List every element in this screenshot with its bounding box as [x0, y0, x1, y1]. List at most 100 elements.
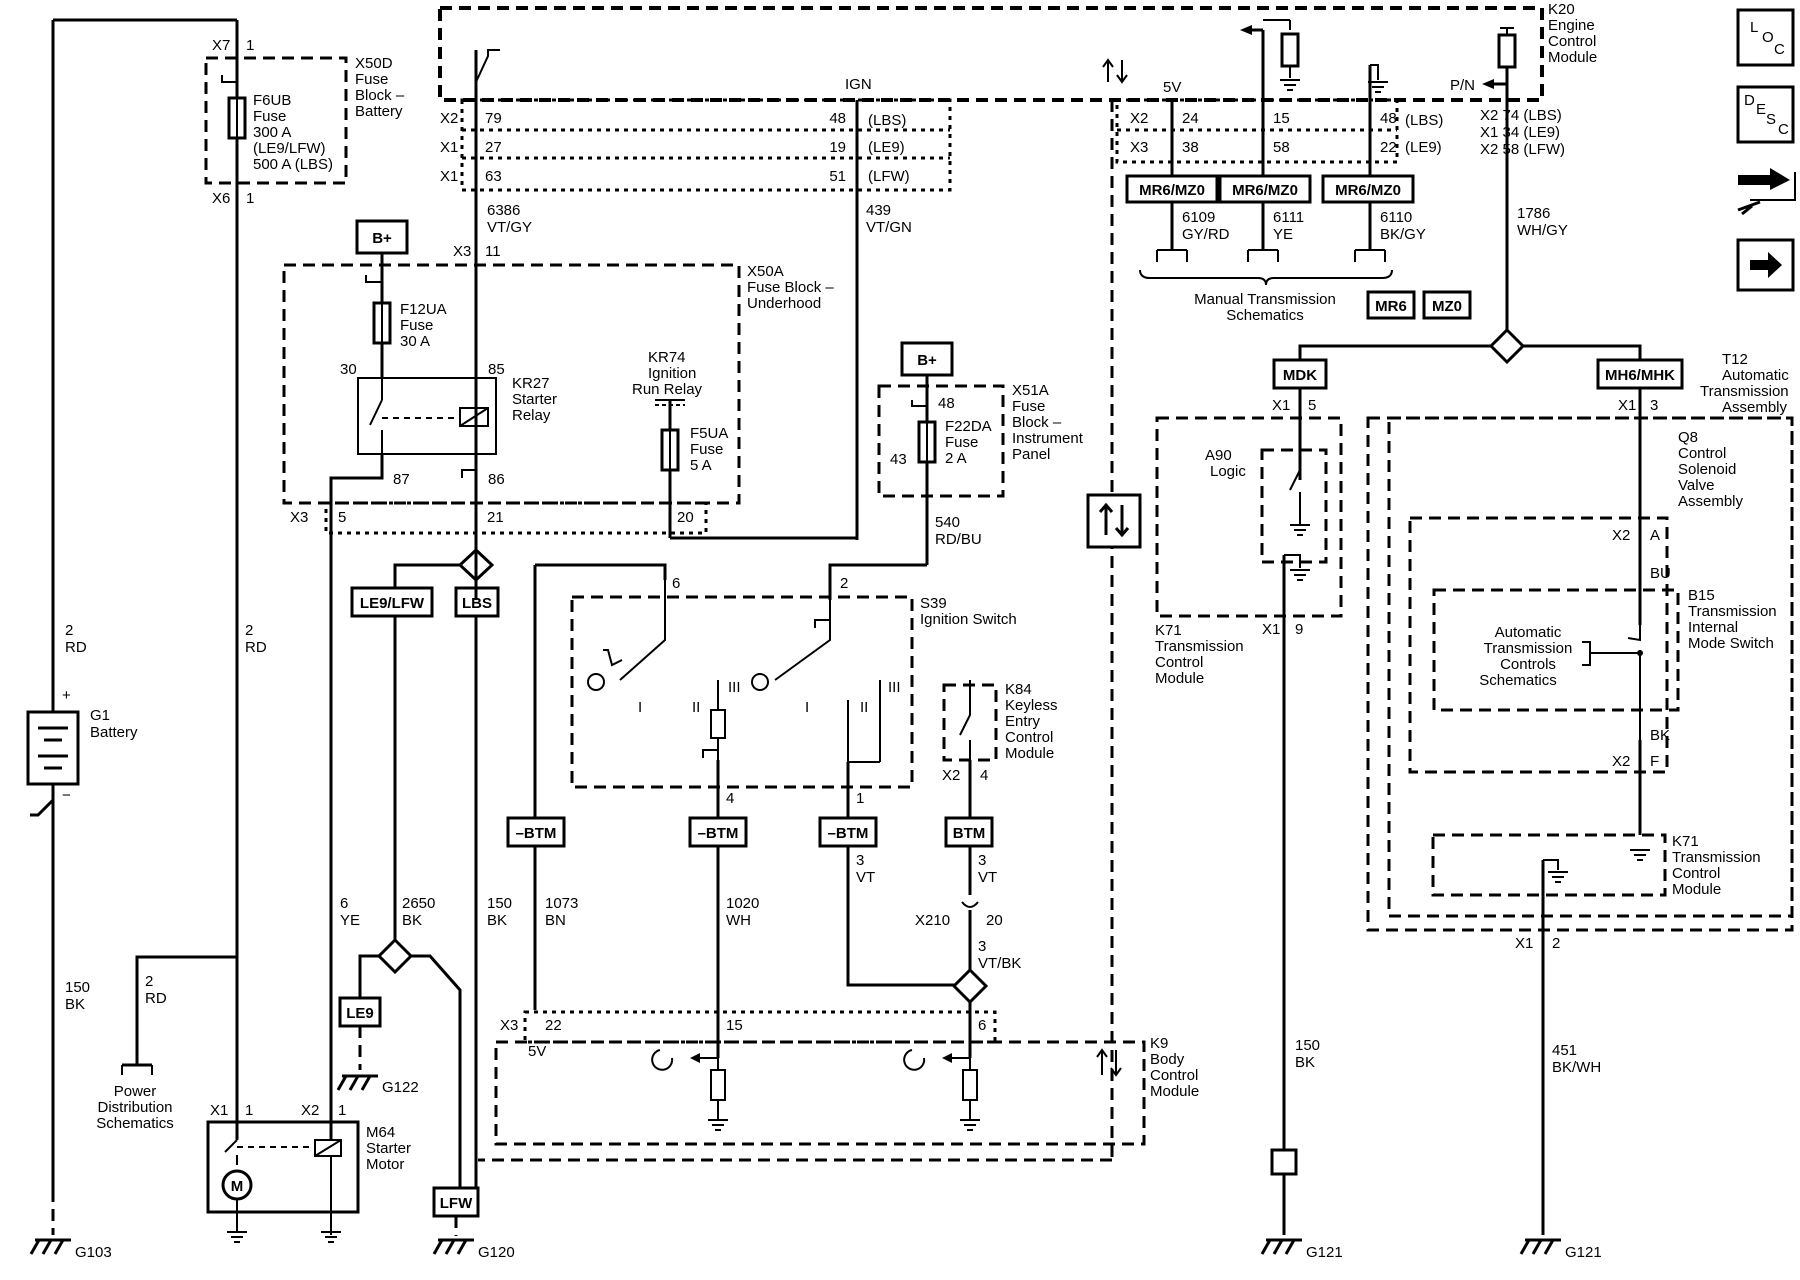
svg-text:K84: K84: [1005, 681, 1032, 698]
svg-text:VT: VT: [856, 869, 875, 886]
battery-plus: +: [62, 687, 71, 704]
fuse-f6ub: F6UB: [253, 92, 291, 109]
transmission-assembly-t12: X1 3 T12 Automatic Transmission Assembly…: [1366, 351, 1794, 1261]
svg-text:X1: X1: [1618, 397, 1636, 414]
svg-text:Control: Control: [1155, 654, 1203, 671]
svg-text:Module: Module: [1155, 670, 1204, 687]
svg-text:2 A: 2 A: [945, 450, 967, 467]
svg-text:X1: X1: [1272, 397, 1290, 414]
battery-id: G1: [90, 707, 110, 724]
battery-wire-color: RD: [65, 639, 87, 656]
svg-text:YE: YE: [340, 912, 360, 929]
svg-text:B+: B+: [372, 230, 392, 247]
svg-text:Automatic: Automatic: [1495, 624, 1562, 641]
svg-text:(LFW): (LFW): [868, 168, 910, 185]
svg-text:(LBS): (LBS): [1405, 112, 1443, 129]
svg-text:6110: 6110: [1380, 209, 1412, 226]
side-icons[interactable]: L O C D E S C: [1736, 8, 1796, 292]
svg-text:YE: YE: [1273, 226, 1293, 243]
svg-text:I: I: [805, 699, 809, 716]
svg-text:Fuse: Fuse: [400, 317, 433, 334]
svg-text:30 A: 30 A: [400, 333, 430, 350]
svg-text:5V: 5V: [1163, 79, 1181, 96]
next-arrow-icon[interactable]: [1736, 238, 1795, 292]
desc-icon[interactable]: D E S C: [1736, 85, 1795, 144]
svg-text:2: 2: [245, 622, 253, 639]
svg-text:4: 4: [726, 790, 734, 807]
svg-text:5: 5: [338, 509, 346, 526]
svg-text:S39: S39: [920, 595, 947, 612]
svg-text:T12: T12: [1722, 351, 1748, 368]
neg-btm-1: –BTM: [516, 825, 557, 842]
svg-text:43: 43: [890, 451, 907, 468]
svg-text:M64: M64: [366, 1124, 395, 1141]
svg-text:(LE9/LFW): (LE9/LFW): [253, 140, 326, 157]
x210-connector: X210: [915, 912, 950, 929]
svg-text:439: 439: [866, 202, 891, 219]
ground-g121-a: G121: [1306, 1244, 1343, 1261]
svg-text:3: 3: [1650, 397, 1658, 414]
svg-text:51: 51: [829, 168, 846, 185]
svg-text:1: 1: [246, 37, 254, 54]
battery-box: [26, 710, 80, 786]
svg-text:Run Relay: Run Relay: [632, 381, 703, 398]
svg-text:Solenoid: Solenoid: [1678, 461, 1736, 478]
svg-text:VT/GN: VT/GN: [866, 219, 912, 236]
fuse-block-x50d: X7 1 X6 1 X50D Fuse Block – Battery F6UB…: [204, 20, 405, 1110]
svg-text:Fuse: Fuse: [355, 71, 388, 88]
svg-text:Mode Switch: Mode Switch: [1688, 635, 1774, 652]
svg-text:Schematics: Schematics: [1226, 307, 1304, 324]
ground-g122: G122: [382, 1079, 419, 1096]
svg-text:Transmission: Transmission: [1700, 383, 1789, 400]
svg-text:9: 9: [1295, 621, 1303, 638]
svg-text:6: 6: [978, 1017, 986, 1034]
svg-text:22: 22: [1380, 139, 1397, 156]
svg-text:2: 2: [1552, 935, 1560, 952]
svg-text:Module: Module: [1672, 881, 1721, 898]
svg-text:X3: X3: [500, 1017, 518, 1034]
svg-text:48: 48: [1380, 110, 1397, 127]
variant-le9-lfw: LE9/LFW: [360, 595, 425, 612]
svg-text:Engine: Engine: [1548, 17, 1595, 34]
svg-text:6111: 6111: [1273, 209, 1304, 226]
svg-text:451: 451: [1552, 1042, 1577, 1059]
svg-text:20: 20: [986, 912, 1003, 929]
svg-text:150: 150: [1295, 1037, 1320, 1054]
motor-symbol: M: [231, 1178, 244, 1195]
svg-text:5: 5: [1308, 397, 1316, 414]
svg-text:K20: K20: [1548, 1, 1575, 18]
svg-text:Entry: Entry: [1005, 713, 1041, 730]
svg-text:Instrument: Instrument: [1012, 430, 1084, 447]
svg-text:Schematics: Schematics: [1479, 672, 1557, 689]
svg-text:Keyless: Keyless: [1005, 697, 1058, 714]
svg-text:Panel: Panel: [1012, 446, 1050, 463]
svg-text:58: 58: [1273, 139, 1290, 156]
svg-text:X3: X3: [1130, 139, 1148, 156]
battery-minus: −: [62, 787, 71, 804]
svg-text:1: 1: [246, 190, 254, 207]
svg-text:Block –: Block –: [355, 87, 405, 104]
svg-text:(LBS): (LBS): [868, 112, 906, 129]
loc-icon[interactable]: L O C: [1736, 8, 1795, 67]
svg-text:X2: X2: [440, 110, 458, 127]
svg-text:1: 1: [245, 1102, 253, 1119]
svg-text:RD/BU: RD/BU: [935, 531, 982, 548]
x50d-conn-bot: X6: [212, 190, 230, 207]
svg-text:Module: Module: [1005, 745, 1054, 762]
svg-text:Block –: Block –: [1012, 414, 1062, 431]
connector-repair-icon[interactable]: [1737, 168, 1796, 216]
svg-text:(LE9): (LE9): [868, 139, 905, 156]
svg-text:19: 19: [829, 139, 846, 156]
svg-text:Ignition Switch: Ignition Switch: [920, 611, 1017, 628]
x50d-conn-top: X7: [212, 37, 230, 54]
svg-text:6: 6: [672, 575, 680, 592]
svg-text:X1: X1: [210, 1102, 228, 1119]
svg-text:WH: WH: [726, 912, 751, 929]
svg-text:63: 63: [485, 168, 502, 185]
svg-text:BK: BK: [1295, 1054, 1315, 1071]
svg-text:2650: 2650: [402, 895, 435, 912]
svg-text:D: D: [1744, 92, 1755, 109]
fuse-block-x51a: B+ 48 43 X51A Fuse Block – Instrument Pa…: [877, 341, 1084, 565]
ignition-switch-s39: 6 2 4 1 I II III I II III S39 Ignition S…: [533, 536, 1017, 828]
svg-text:Power: Power: [114, 1083, 157, 1100]
